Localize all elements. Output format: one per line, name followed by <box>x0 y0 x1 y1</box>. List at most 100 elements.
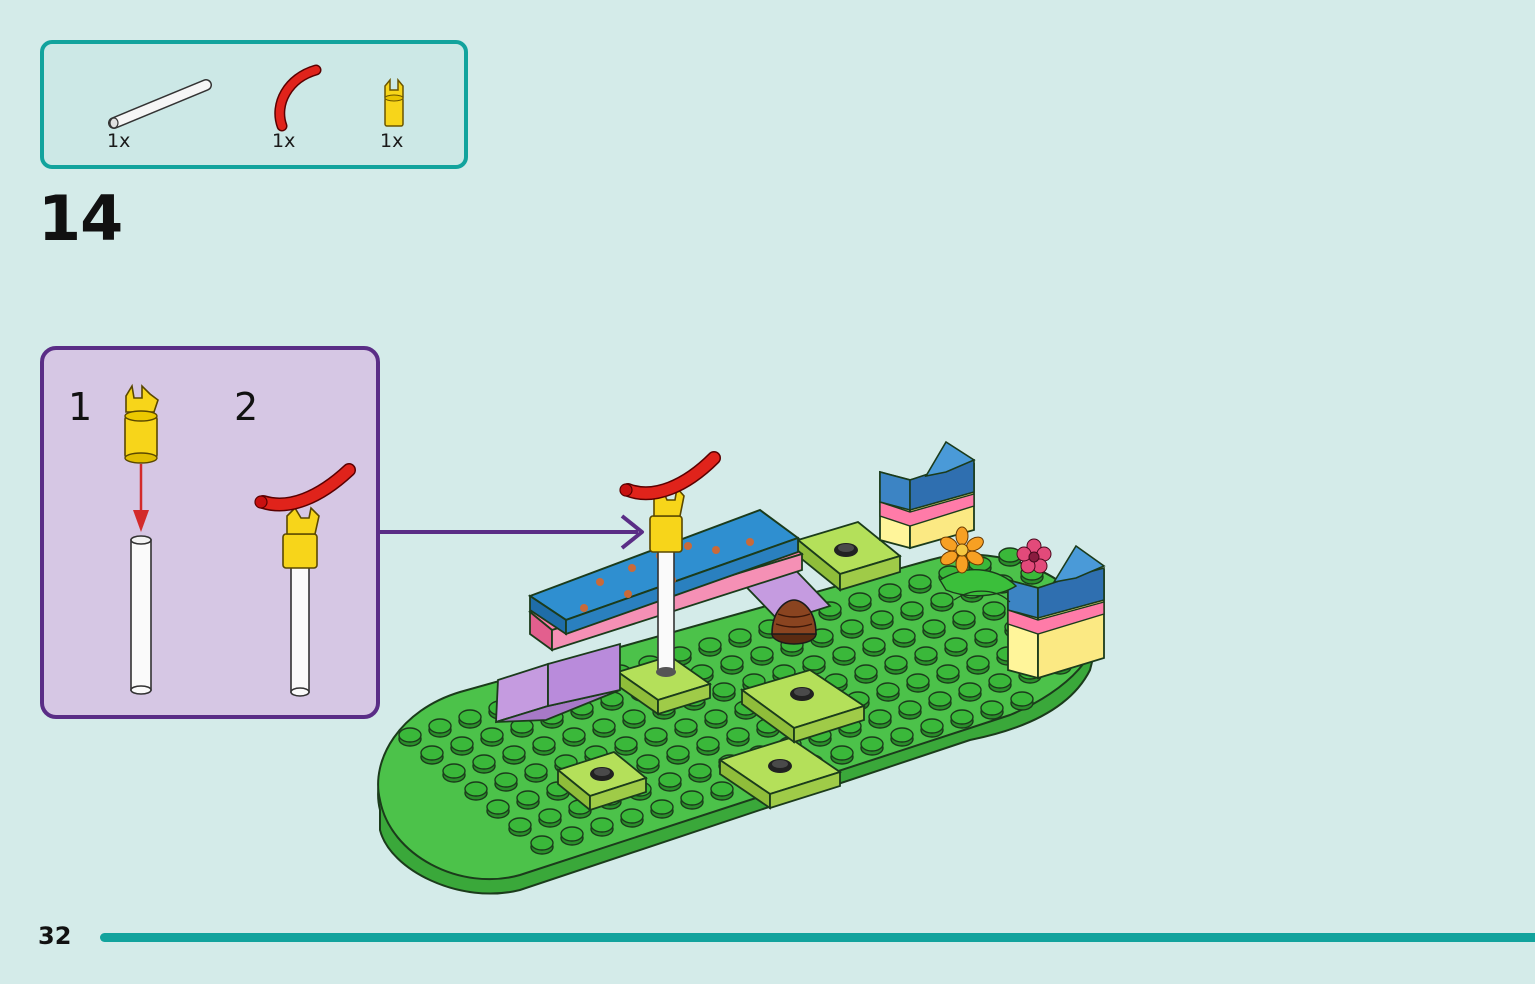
sub-step-label-1: 1 <box>68 385 93 429</box>
baseplate-stud-top <box>974 628 998 644</box>
baseplate-stud-top <box>936 664 960 680</box>
lime-tile-3 <box>739 669 867 744</box>
sub-assembly-box: 1 2 <box>40 346 380 719</box>
white-bar-qty: 1x <box>107 130 131 152</box>
baseplate-stud-top <box>674 718 698 734</box>
baseplate-stud-top <box>620 808 644 824</box>
baseplate-stud-top <box>908 574 932 590</box>
baseplate-stud-top <box>538 808 562 824</box>
baseplate-stud-top <box>530 835 554 851</box>
baseplate-stud-top <box>848 592 872 608</box>
baseplate-stud-top <box>914 646 938 662</box>
red-down-arrow-icon <box>133 464 149 532</box>
baseplate-stud-top <box>480 727 504 743</box>
baseplate-stud-top <box>720 655 744 671</box>
left-yellow-pillar <box>879 440 976 550</box>
baseplate-stud-top <box>868 709 892 725</box>
baseplate-stud-top <box>860 736 884 752</box>
baseplate-stud-top <box>590 817 614 833</box>
baseplate-stud-top <box>442 763 466 779</box>
baseplate-stud-top <box>952 610 976 626</box>
lime-tile-5 <box>615 655 713 716</box>
baseplate-stud-top <box>892 628 916 644</box>
baseplate-stud-top <box>494 772 518 788</box>
callout-arrow-icon <box>380 514 644 550</box>
baseplate-stud-top <box>922 619 946 635</box>
baseplate-stud-top <box>704 709 728 725</box>
red-curved-bar-part-icon <box>274 64 322 132</box>
baseplate-stud-top <box>950 709 974 725</box>
sub-step-label-2: 2 <box>234 385 259 429</box>
baseplate-stud-top <box>982 601 1006 617</box>
red-curved-bar-qty: 1x <box>272 130 296 152</box>
white-pole <box>656 545 676 677</box>
parts-list-box: 1x 1x 1x <box>40 40 468 169</box>
baseplate-stud-top <box>966 655 990 671</box>
sub-step-1-illustration <box>124 383 159 695</box>
baseplate-stud-top <box>680 790 704 806</box>
baseplate-stud-top <box>726 727 750 743</box>
baseplate-stud-top <box>508 817 532 833</box>
right-yellow-pillar <box>1007 544 1106 680</box>
baseplate-stud-top <box>486 799 510 815</box>
baseplate-stud-top <box>876 682 900 698</box>
baseplate-stud-top <box>560 826 584 842</box>
baseplate-stud-top <box>562 727 586 743</box>
lime-tile-4 <box>796 521 902 592</box>
baseplate-stud-top <box>988 673 1012 689</box>
baseplate-stud-top <box>840 619 864 635</box>
baseplate-stud-top <box>890 727 914 743</box>
orange-flower <box>940 526 984 574</box>
green-leaves <box>939 569 1018 603</box>
baseplate-stud-top <box>636 754 660 770</box>
baseplate-stud-top <box>862 637 886 653</box>
baseplate-stud-top <box>898 700 922 716</box>
baseplate-stud-top <box>900 601 924 617</box>
baseplate-stud-top <box>884 655 908 671</box>
baseplate-stud-top <box>532 736 556 752</box>
white-bar-icon <box>130 535 152 695</box>
pink-flower <box>1016 538 1052 574</box>
main-model-illustration <box>377 440 1106 895</box>
yellow-clip-qty: 1x <box>380 130 404 152</box>
baseplate-stud-top <box>658 772 682 788</box>
baseplate-stud-top <box>688 763 712 779</box>
baseplate-stud-top <box>650 799 674 815</box>
lime-tile-2 <box>717 737 843 810</box>
baseplate-stud-top <box>712 682 736 698</box>
baseplate-stud-top <box>464 781 488 797</box>
baseplate-stud-top <box>696 736 720 752</box>
baseplate-stud-top <box>728 628 752 644</box>
yellow-clip-part-icon <box>384 77 404 127</box>
baseplate-stud-top <box>870 610 894 626</box>
yellow-clip-icon <box>124 383 159 464</box>
baseplate-stud-top <box>832 646 856 662</box>
page-number: 32 <box>38 922 72 950</box>
baseplate-stud-top <box>666 745 690 761</box>
baseplate-stud-top <box>502 745 526 761</box>
baseplate-stud-top <box>878 583 902 599</box>
baseplate-stud-top <box>644 727 668 743</box>
baseplate-stud-top <box>928 691 952 707</box>
baseplate-stud-top <box>398 727 422 743</box>
baseplate-stud-top <box>710 781 734 797</box>
lime-tile-1 <box>556 750 648 812</box>
baseplate-stud-top <box>906 673 930 689</box>
baseplate-stud-top <box>750 646 774 662</box>
baseplate-stud-top <box>592 718 616 734</box>
baseplate-stud-top <box>428 718 452 734</box>
red-curved-bar <box>619 451 721 501</box>
white-bar-part-icon <box>108 79 212 129</box>
sub-step-2-illustration <box>254 463 356 697</box>
baseplate-stud-top <box>516 790 540 806</box>
baseplate-stud-top <box>450 736 474 752</box>
baseplate-stud-top <box>944 637 968 653</box>
baseplate-stud-top <box>614 736 638 752</box>
baseplate-stud-top <box>802 655 826 671</box>
baseplate-stud-top <box>622 709 646 725</box>
baseplate-stud-top <box>420 745 444 761</box>
step-number: 14 <box>38 182 123 255</box>
baseplate-stud-top <box>524 763 548 779</box>
footer-divider-bar <box>100 933 1535 942</box>
baseplate-stud-top <box>930 592 954 608</box>
